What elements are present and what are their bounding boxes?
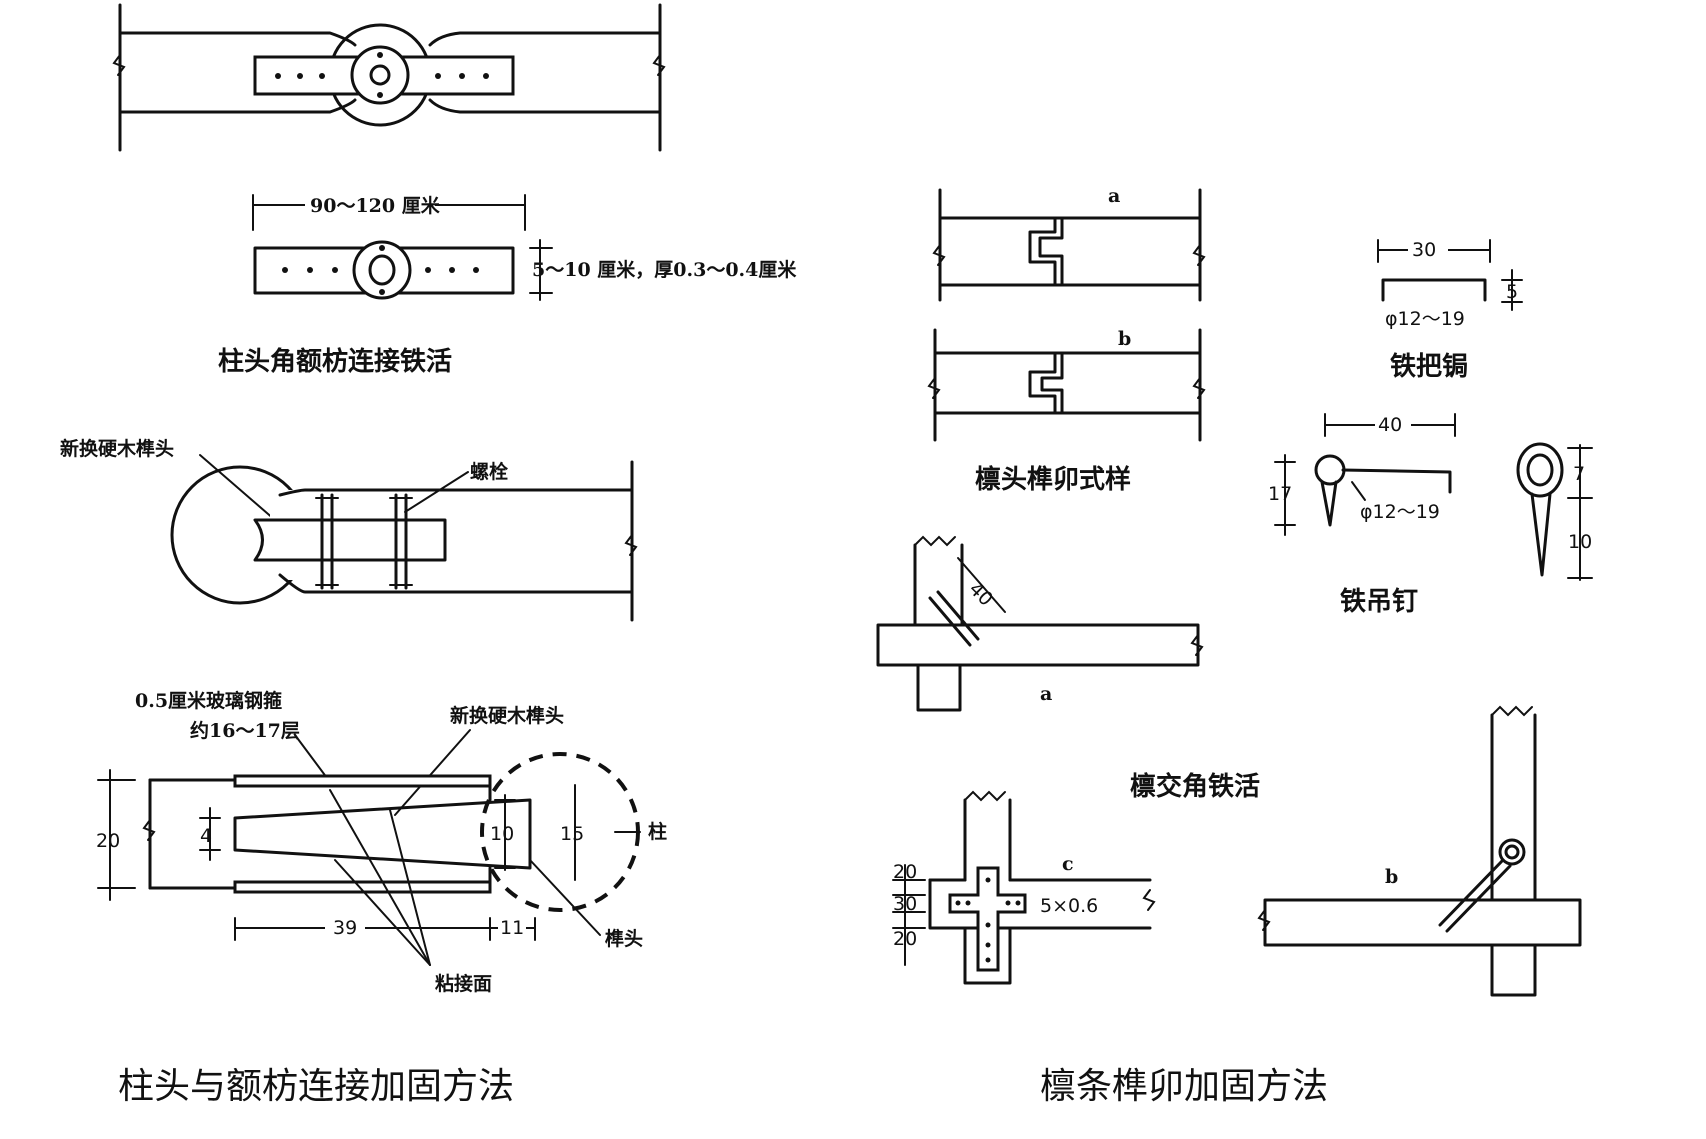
fig3-label-wrap-layers: 约16～17层 [190,719,300,742]
tenon-forms-title: 檩头榫卯式样 [975,464,1131,495]
fig3-dim-4: 4 [200,825,212,847]
intersection-title: 檩交角铁活 [1130,771,1260,802]
clamp-dim-30: 30 [1412,239,1436,261]
right-caption: 檩条榫卯加固方法 [1040,1066,1328,1107]
tenon-form-label-a: a [1108,185,1120,207]
fig1-dim-thickness: 5～10 厘米，厚0.3～0.4厘米 [532,258,797,281]
iron-nail-title: 铁吊钉 [1340,586,1418,617]
fig3-glued-tenon: 0.5厘米玻璃钢箍 约16～17层 新换硬木榫头 20 [96,689,667,995]
fig1-title: 柱头角额枋连接铁活 [218,346,452,377]
purlin-tenon-forms: a b 檩头榫卯式样 [927,185,1206,495]
intersection-a: 40 a [876,535,1204,712]
intersection-label-b: b [1385,866,1398,888]
fig1-dim-length: 90～120 厘米 [310,194,441,217]
fig3-label-glue: 粘接面 [435,973,492,995]
fig1-strap-assembly [112,3,666,152]
nail-dim-dia: φ12～19 [1360,501,1440,523]
left-caption: 柱头与额枋连接加固方法 [118,1066,514,1107]
intersection-dim-20a: 20 [893,861,917,883]
nail-dim-7: 7 [1573,463,1585,485]
intersection-dim-40: 40 [964,578,997,611]
fig3-dim-10: 10 [490,823,514,845]
clamp-dim-5: 5 [1506,281,1518,303]
iron-clamp: 30 5 φ12～19 铁把锔 [1377,235,1523,382]
clamp-dim-dia: φ12～19 [1385,308,1465,330]
intersection-b: b [1257,705,1582,997]
iron-nail: 40 φ12～19 17 7 10 铁吊钉 [1268,412,1593,617]
intersection-dim-plate: 5×0.6 [1040,895,1098,917]
left-panel: 90～120 厘米 5～10 厘米，厚0.3～0.4厘米 柱头角额枋连接铁活 新… [60,3,797,1107]
fig3-label-column: 柱 [648,820,667,843]
intersection-label-c: c [1062,853,1074,875]
fig1-strap-detail: 90～120 厘米 5～10 厘米，厚0.3～0.4厘米 柱头角额枋连接铁活 [218,192,797,377]
fig3-dim-15: 15 [560,823,584,845]
fig2-tenon-bolt: 新换硬木榫头 螺栓 [60,437,638,622]
right-panel: a b 檩头榫卯式样 30 [876,185,1593,1107]
tenon-form-label-b: b [1118,328,1131,350]
intersection-label-a: a [1040,683,1052,705]
fig3-label-tenon: 榫头 [605,927,643,950]
intersection-c: c 5×0.6 20 30 20 [892,790,1156,985]
nail-dim-17: 17 [1268,483,1292,505]
fig3-dim-20: 20 [96,830,120,852]
iron-clamp-title: 铁把锔 [1390,351,1468,382]
fig3-dim-39: 39 [333,917,357,939]
intersection-dim-30: 30 [893,893,917,915]
fig3-dim-11: 11 [500,917,524,939]
fig3-label-wrap: 0.5厘米玻璃钢箍 [135,689,282,712]
fig3-label-new-tenon: 新换硬木榫头 [450,704,564,727]
intersection-dim-20b: 20 [893,928,917,950]
nail-dim-10: 10 [1568,531,1592,553]
fig2-label-bolt: 螺栓 [470,460,508,483]
fig2-label-new-tenon: 新换硬木榫头 [60,437,174,460]
nail-dim-40: 40 [1378,414,1402,436]
